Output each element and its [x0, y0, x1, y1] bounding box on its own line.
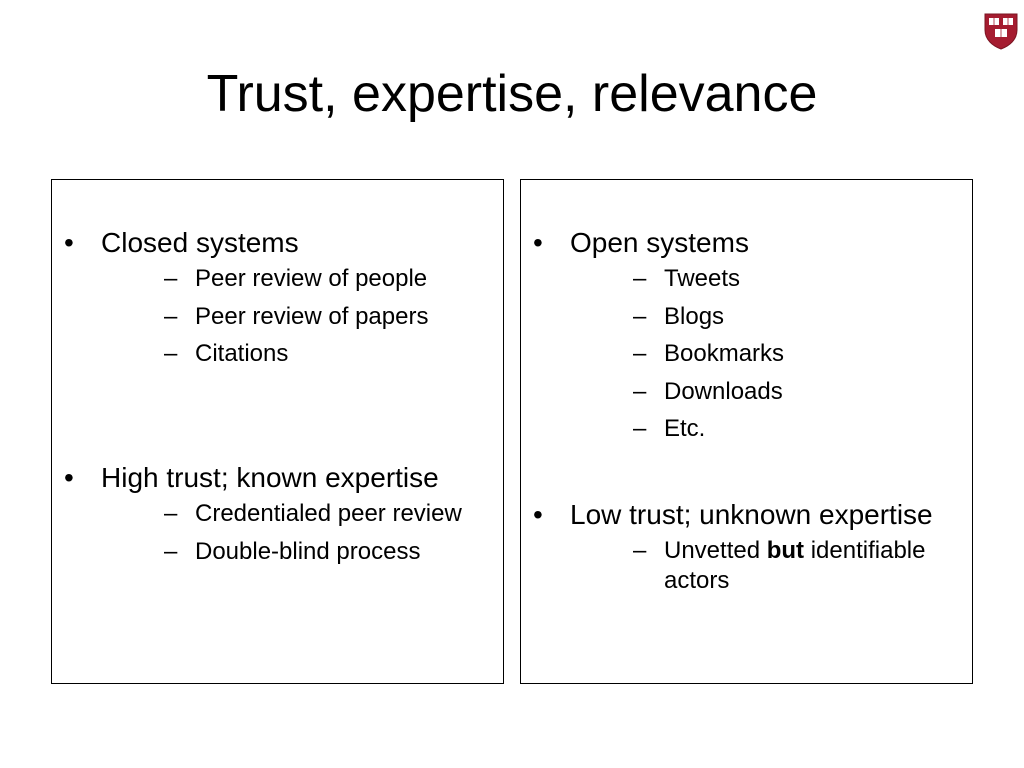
- bullet-item: • Open systems – Tweets – Blogs – Bookma…: [521, 226, 972, 444]
- bullet-glyph: •: [533, 499, 543, 530]
- sub-item-text: Blogs: [664, 302, 725, 330]
- sub-item-text: Etc.: [664, 415, 706, 442]
- dash-glyph: –: [164, 265, 178, 292]
- bullet-label: Closed systems: [101, 227, 299, 258]
- sub-item-rich-text: Unvetted but identifiable actors: [664, 537, 925, 594]
- sub-item: – Citations: [101, 339, 503, 369]
- bullet-item: • Closed systems – Peer review of people…: [52, 226, 503, 369]
- dash-glyph: –: [164, 302, 178, 330]
- sub-list: – Peer review of people – Peer review of…: [101, 264, 503, 369]
- sub-item-text: Bookmarks: [664, 340, 785, 367]
- high-trust-group: • High trust; known expertise – Credenti…: [52, 461, 503, 574]
- sub-list: – Unvetted but identifiable actors: [570, 536, 972, 596]
- dash-glyph: –: [633, 302, 647, 330]
- sub-item-text: Peer review of papers: [195, 302, 429, 330]
- sub-item: – Unvetted but identifiable actors: [570, 536, 972, 596]
- sub-item-text: Downloads: [664, 377, 783, 405]
- sub-item: – Double-blind process: [101, 537, 503, 567]
- sub-item-text: Tweets: [664, 265, 741, 292]
- dash-glyph: –: [633, 537, 647, 564]
- closed-systems-panel: • Closed systems – Peer review of people…: [51, 179, 504, 684]
- bullet-label: Open systems: [570, 227, 749, 258]
- open-systems-panel: • Open systems – Tweets – Blogs – Bookma…: [520, 179, 973, 684]
- harvard-shield-logo: [984, 13, 1018, 50]
- sub-item: – Peer review of people: [101, 264, 503, 294]
- sub-item-text-before: Unvetted: [664, 537, 767, 564]
- dash-glyph: –: [164, 340, 178, 367]
- bullet-label: High trust; known expertise: [101, 462, 439, 493]
- sub-item: – Tweets: [570, 264, 972, 294]
- sub-list: – Tweets – Blogs – Bookmarks – Downloads…: [570, 264, 972, 444]
- bullet-glyph: •: [64, 227, 74, 258]
- sub-item-text: Citations: [195, 340, 289, 367]
- closed-systems-group: • Closed systems – Peer review of people…: [52, 226, 503, 377]
- sub-item: – Downloads: [570, 377, 972, 407]
- sub-item-text-after: identifiable actors: [664, 537, 926, 594]
- dash-glyph: –: [633, 415, 647, 442]
- sub-item: – Peer review of papers: [101, 302, 503, 332]
- low-trust-group: • Low trust; unknown expertise – Unvette…: [521, 498, 972, 604]
- bullet-label: Low trust; unknown expertise: [570, 499, 933, 530]
- sub-item-text: Peer review of people: [195, 265, 428, 292]
- bullet-item: • High trust; known expertise – Credenti…: [52, 461, 503, 567]
- bullet-glyph: •: [533, 227, 543, 258]
- sub-list: – Credentialed peer review – Double-blin…: [101, 499, 503, 567]
- dash-glyph: –: [633, 340, 647, 367]
- slide-title: Trust, expertise, relevance: [206, 65, 818, 123]
- sub-item: – Credentialed peer review: [101, 499, 503, 529]
- open-systems-group: • Open systems – Tweets – Blogs – Bookma…: [521, 226, 972, 452]
- sub-item-text: Double-blind process: [195, 537, 421, 565]
- dash-glyph: –: [164, 500, 178, 527]
- sub-item-text-bold: but: [766, 537, 805, 564]
- dash-glyph: –: [633, 265, 647, 292]
- bullet-item: • Low trust; unknown expertise – Unvette…: [521, 498, 972, 596]
- sub-item: – Etc.: [570, 414, 972, 444]
- sub-item: – Bookmarks: [570, 339, 972, 369]
- sub-item-text: Credentialed peer review: [195, 500, 462, 527]
- dash-glyph: –: [164, 537, 178, 565]
- dash-glyph: –: [633, 377, 647, 405]
- bullet-glyph: •: [64, 462, 74, 493]
- sub-item: – Blogs: [570, 302, 972, 332]
